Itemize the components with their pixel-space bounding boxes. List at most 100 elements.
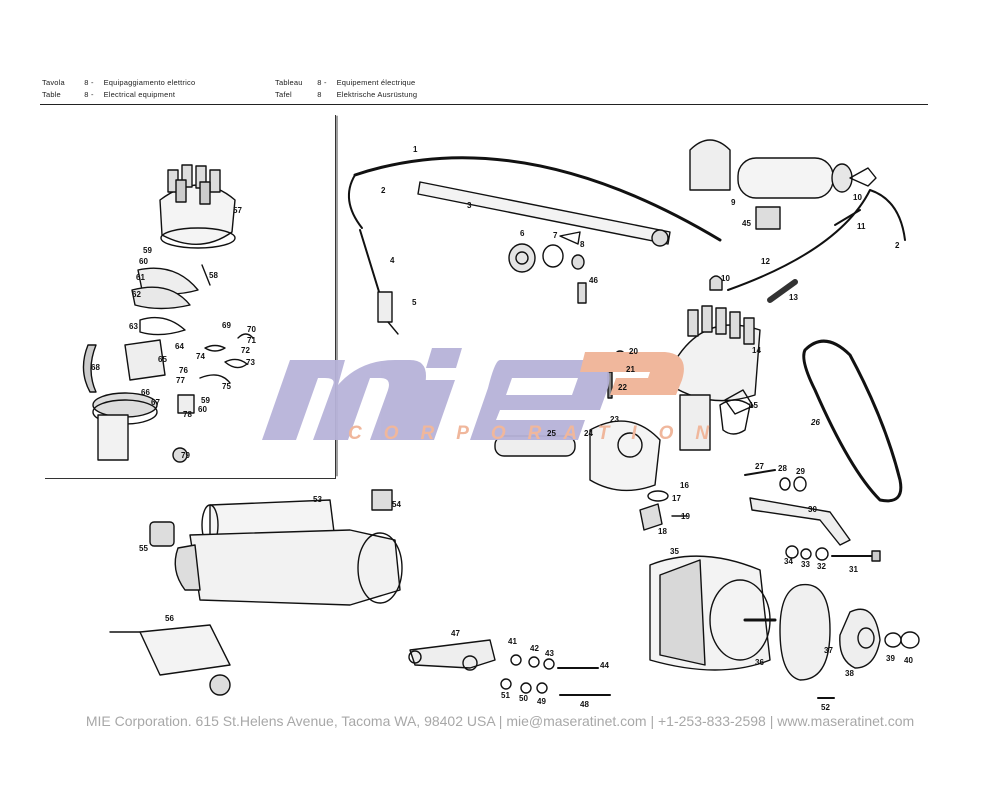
part-label: 78 [183,410,192,419]
part-label: 32 [817,562,826,571]
part-label: 19 [681,512,690,521]
part-label: 67 [151,398,160,407]
part-label: 48 [580,700,589,709]
part-label: 13 [789,293,798,302]
part-label: 34 [784,557,793,566]
header-title: Equipaggiamento elettrico [103,78,196,87]
part-label: 23 [610,415,619,424]
watermark-logo [262,348,610,440]
part-label: 16 [680,481,689,490]
part-label: 66 [141,388,150,397]
part-label: 73 [246,358,255,367]
header-index: 8 - [84,78,94,87]
part-label: 38 [845,669,854,678]
part-label: 53 [313,495,322,504]
part-label: 44 [600,661,609,670]
header-row1-left: Tavola 8 - Equipaggiamento elettrico [42,78,195,87]
part-label: 40 [904,656,913,665]
part-label: 46 [589,276,598,285]
part-label: 76 [179,366,188,375]
part-label: 42 [530,644,539,653]
part-label: 55 [139,544,148,553]
part-label: 68 [91,363,100,372]
part-label: 56 [165,614,174,623]
part-label: 62 [132,290,141,299]
part-label: 14 [752,346,761,355]
header-label: Table [42,90,61,99]
part-label: 15 [749,401,758,410]
part-label: 26 [811,418,820,427]
part-label: 29 [796,467,805,476]
part-label: 79 [181,451,190,460]
part-label: 71 [247,336,256,345]
part-label: 17 [672,494,681,503]
header-row2-right: Tafel 8 Elektrische Ausrüstung [275,90,417,99]
distributor-cap-57 [159,164,236,249]
part-label: 7 [553,231,558,240]
part-label: 21 [626,365,635,374]
part-label: 49 [537,697,546,706]
part-label: 60 [198,405,207,414]
part-label: 12 [761,257,770,266]
part-label: 69 [222,321,231,330]
part-label: 54 [392,500,401,509]
part-label: 2 [381,186,386,195]
part-label: 33 [801,560,810,569]
part-label: 70 [247,325,256,334]
part-label: 4 [390,256,395,265]
header-title: Elektrische Ausrüstung [336,90,418,99]
part-label: 39 [886,654,895,663]
part-label: 18 [658,527,667,536]
part-label: 10 [721,274,730,283]
part-label: 35 [670,547,679,556]
part-label: 51 [501,691,510,700]
header-divider [40,104,928,105]
part-label: 47 [451,629,460,638]
part-label: 57 [233,206,242,215]
contact-footer: MIE Corporation. 615 St.Helens Avenue, T… [85,713,915,729]
part-label: 65 [158,355,167,364]
part-label: 43 [545,649,554,658]
part-label: 10 [853,193,862,202]
part-label: 11 [857,222,866,231]
part-label: 63 [129,322,138,331]
part-label: 6 [520,229,525,238]
part-label: 45 [742,219,751,228]
part-label: 36 [755,658,764,667]
header-index: 8 [317,90,322,99]
part-label: 8 [580,240,585,249]
part-label: 75 [222,382,231,391]
header-row1-right: Tableau 8 - Equipement électrique [275,78,415,87]
part-label: 2 [895,241,900,250]
part-label: 61 [136,273,145,282]
part-label: 28 [778,464,787,473]
part-label: 30 [808,505,817,514]
part-label: 1 [413,145,418,154]
part-label: 5 [412,298,417,307]
header-label: Tableau [275,78,303,87]
part-label: 52 [821,703,830,712]
part-label: 37 [824,646,833,655]
header-row2-left: Table 8 - Electrical equipment [42,90,175,99]
part-label: 41 [508,637,517,646]
part-label: 20 [629,347,638,356]
part-label: 50 [519,694,528,703]
part-label: 22 [618,383,627,392]
distributor-inset-frame [45,115,336,479]
part-label: 59 [143,246,152,255]
part-label: 60 [139,257,148,266]
part-label: 24 [584,429,593,438]
header-label: Tafel [275,90,292,99]
watermark-accent [580,352,684,395]
part-label: 31 [849,565,858,574]
part-label: 77 [176,376,185,385]
header-title: Equipement électrique [336,78,416,87]
part-label: 74 [196,352,205,361]
part-label: 64 [175,342,184,351]
part-label: 27 [755,462,764,471]
header-label: Tavola [42,78,65,87]
part-label: 9 [731,198,736,207]
part-label: 58 [209,271,218,280]
header-index: 8 - [317,78,327,87]
